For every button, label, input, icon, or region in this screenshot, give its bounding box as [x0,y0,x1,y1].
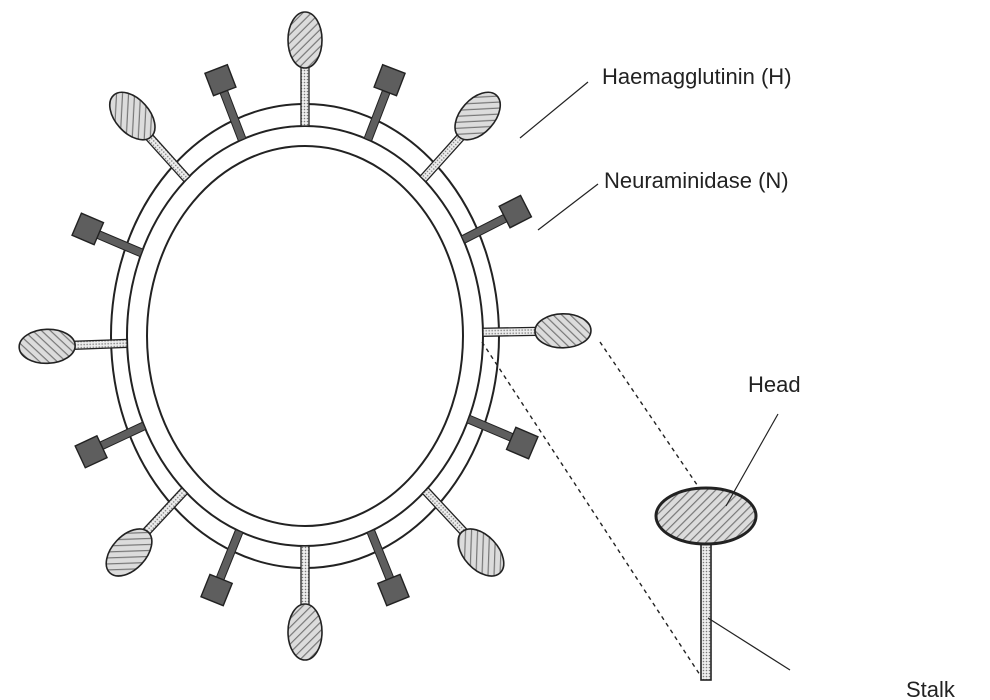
haemagglutinin-spike [420,84,509,182]
head-label: Head [748,372,801,397]
spike-head [535,313,592,348]
haemagglutinin-spike [101,84,190,182]
spike-head [288,12,322,68]
spike-stalk [483,327,543,336]
capsid-core [147,146,463,526]
haemagglutinin-spike [422,488,512,585]
detail-head [656,488,756,544]
haemagglutinin-detail [482,342,756,680]
spike-tip [201,574,232,605]
stalk-leader [708,618,790,670]
spike-stalk [67,339,127,349]
viral-envelope [111,104,499,568]
neuraminidase-label: Neuraminidase (N) [604,168,789,193]
haemagglutinin-spike [98,488,188,585]
haemagglutinin-leader [520,82,588,138]
spike-head [288,604,322,660]
spike-tip [378,574,409,605]
detail-stalk [701,540,711,680]
stalk-label: Stalk [906,677,956,700]
spike-stalk [301,60,309,126]
spike-tip [205,65,236,96]
spike-stalk [301,546,309,612]
spike-tip [374,65,405,96]
head-leader [726,414,778,506]
spike-tip [507,427,538,458]
neuraminidase-leader [538,184,598,230]
haemagglutinin-label: Haemagglutinin (H) [602,64,792,89]
spike-head [19,328,76,364]
zoom-guide-line [600,342,706,498]
spike-tip [72,213,103,244]
